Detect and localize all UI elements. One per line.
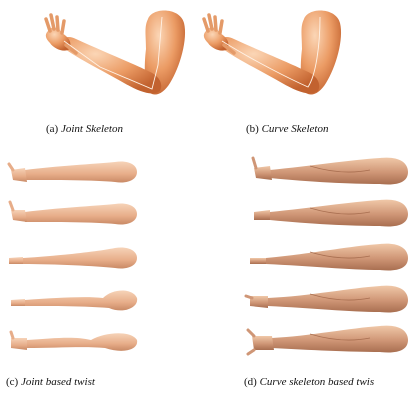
arm-d-3 (250, 244, 408, 271)
arm-d-5 (248, 326, 408, 354)
bent-arm-curve-skeleton (200, 5, 350, 113)
caption-c: (c) Joint based twist (6, 376, 95, 388)
caption-c-label: (c) (6, 376, 18, 388)
caption-d-label: (d) (244, 376, 257, 388)
caption-d: (d) Curve skeleton based twis (244, 376, 374, 388)
bent-arm-joint-skeleton (40, 5, 200, 113)
arm-d-2 (254, 200, 408, 227)
arm-c-2 (10, 202, 137, 225)
arm-d-1 (253, 158, 408, 185)
caption-c-text: Joint based twist (21, 376, 95, 388)
caption-b-label: (b) (246, 123, 259, 135)
panel-b-image (200, 5, 350, 113)
caption-b: (b) Curve Skeleton (246, 123, 328, 135)
arm-c-3 (9, 247, 137, 268)
panel-d-image (240, 150, 408, 365)
caption-b-text: Curve Skeleton (262, 123, 329, 135)
arm-d-4 (246, 286, 408, 313)
caption-a: (a) Joint Skeleton (46, 123, 123, 135)
arm-c-4 (11, 291, 137, 311)
caption-d-text: Curve skeleton based twis (260, 376, 375, 388)
panel-a-image (40, 5, 200, 113)
caption-a-label: (a) (46, 123, 58, 135)
arm-c-1 (9, 161, 137, 182)
panel-c-image (5, 150, 145, 365)
curve-twist-arm-sequence (240, 150, 408, 365)
arm-c-5 (11, 332, 137, 351)
joint-twist-arm-sequence (5, 150, 145, 365)
caption-a-text: Joint Skeleton (61, 123, 123, 135)
